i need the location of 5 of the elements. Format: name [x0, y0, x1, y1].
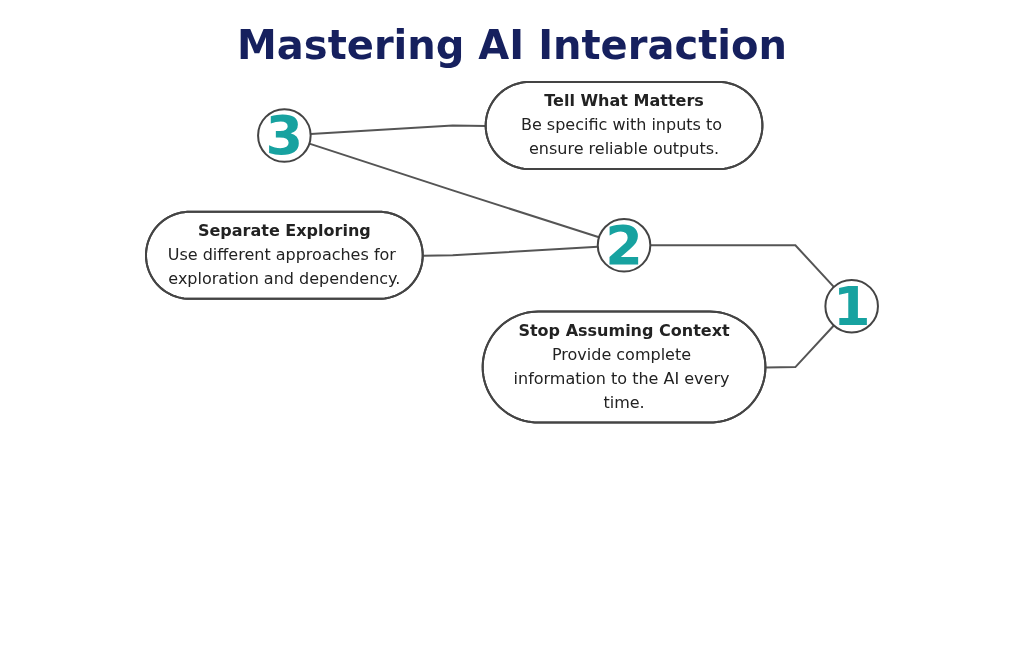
connector [308, 142, 600, 239]
node-circle: 1 [824, 278, 879, 334]
node-circle: 3 [257, 108, 312, 163]
node-circle: 2 [596, 218, 652, 273]
title: Mastering AI Interaction [236, 22, 788, 68]
